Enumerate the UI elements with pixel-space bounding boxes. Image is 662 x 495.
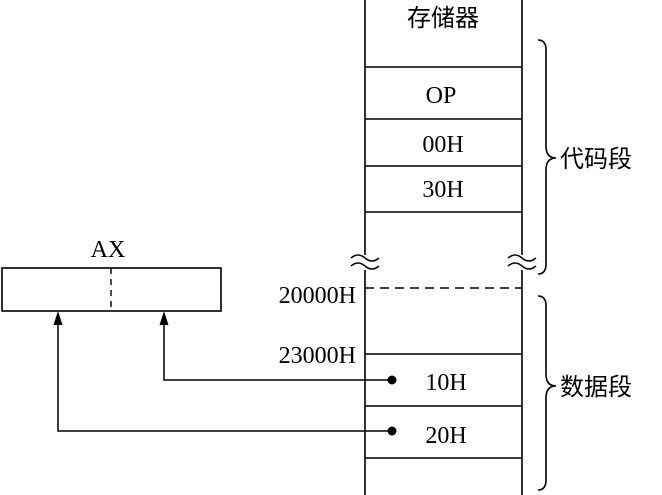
- memory-title: 存储器: [407, 4, 479, 32]
- code-segment-brace: [537, 39, 557, 275]
- arrowhead-up: [159, 311, 169, 325]
- address-label-data: 23000H: [279, 343, 356, 369]
- code-cell-30h: 30H: [422, 177, 463, 203]
- code-cell-op: OP: [426, 83, 457, 109]
- data-cell-10h: 10H: [425, 370, 466, 396]
- break-symbol-left: [350, 254, 380, 270]
- arrowhead-up: [53, 311, 63, 325]
- break-symbol-right: [507, 254, 537, 270]
- data-cell-20h: 20H: [425, 423, 466, 449]
- register-label-ax: AX: [91, 237, 126, 263]
- address-label-segment-base: 20000H: [279, 283, 356, 309]
- code-segment-label: 代码段: [560, 145, 632, 173]
- arrow-10h-to-al: [159, 311, 397, 385]
- arrow-20h-to-ah: [53, 311, 397, 436]
- data-segment-brace: [537, 295, 557, 491]
- data-segment-label: 数据段: [560, 373, 632, 401]
- code-cell-00h: 00H: [422, 132, 463, 158]
